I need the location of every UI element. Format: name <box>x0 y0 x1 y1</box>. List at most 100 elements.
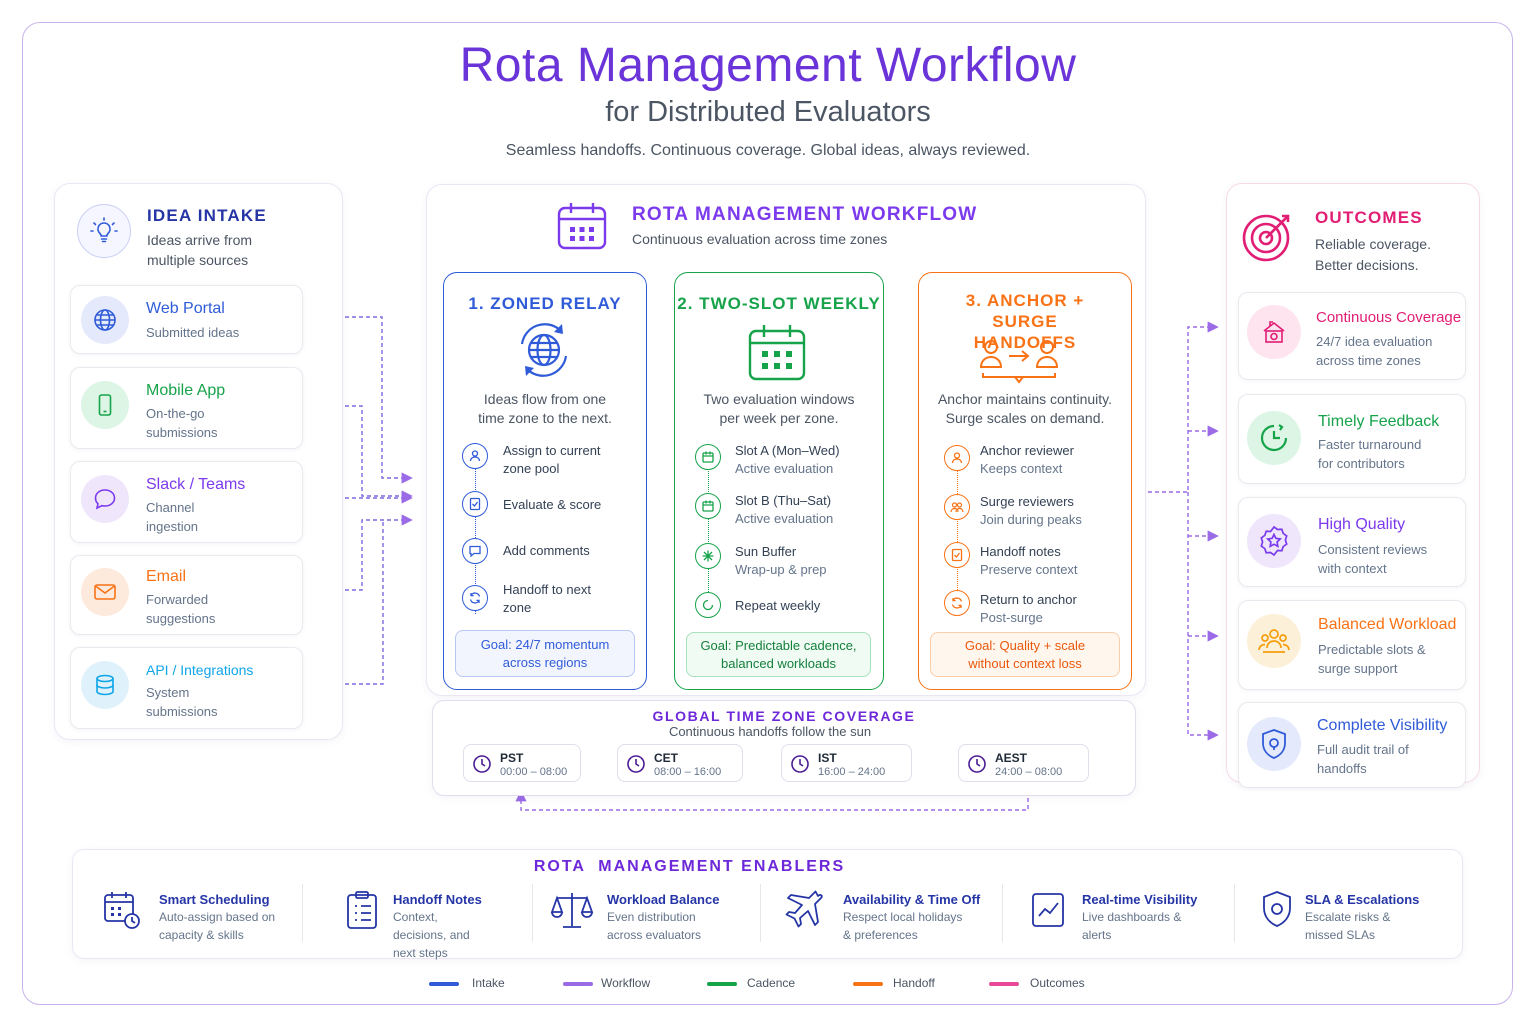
outcome-card-balanced-workload[interactable]: Balanced Workload Predictable slots & su… <box>1238 600 1466 690</box>
outcomes-desc: Reliable coverage. Better decisions. <box>1315 236 1431 273</box>
source-desc: Submitted ideas <box>146 325 240 340</box>
target-icon <box>1240 208 1296 269</box>
step-text: Add comments <box>503 543 590 558</box>
enabler-desc: Respect local holidays & preferences <box>843 910 963 942</box>
workflow-title: ROTA MANAGEMENT WORKFLOW <box>632 204 978 225</box>
outcome-card-high-quality[interactable]: High Quality Consistent reviews with con… <box>1238 497 1466 587</box>
timezone-aest: AEST 24:00 – 08:00 <box>958 744 1089 782</box>
goal-box: Goal: Predictable cadence, balanced work… <box>686 632 871 677</box>
legend-swatch <box>989 982 1019 986</box>
outcome-card-continuous-coverage[interactable]: Continuous Coverage 24/7 idea evaluation… <box>1238 292 1466 380</box>
enabler-title: Smart Scheduling <box>159 892 270 907</box>
enabler-divider <box>760 884 761 942</box>
source-title: Email <box>146 568 187 585</box>
chat-icon <box>81 475 129 523</box>
outcome-title: Continuous Coverage <box>1316 309 1462 326</box>
clock-icon <box>1247 411 1301 465</box>
source-card-api-integrations[interactable]: API / Integrations System submissions <box>70 647 303 729</box>
workflow-desc: Continuous evaluation across time zones <box>632 231 888 247</box>
enabler-title: Workload Balance <box>607 892 720 907</box>
source-card-email[interactable]: Email Forwarded suggestions <box>70 555 303 635</box>
column-intro: Two evaluation windows per week per zone… <box>703 391 855 426</box>
outcome-desc: Consistent reviews with context <box>1318 542 1428 576</box>
enablers-panel <box>72 849 1463 959</box>
source-card-mobile-app[interactable]: Mobile App On-the-go submissions <box>70 367 303 449</box>
timezone-pst: PST 00:00 – 08:00 <box>463 744 581 782</box>
user-icon <box>944 445 970 471</box>
column-anchor-surge: 3. ANCHOR + SURGE HANDOFFS Anchor mainta… <box>918 272 1132 690</box>
column-head: 3. ANCHOR + SURGE HANDOFFS <box>965 291 1085 352</box>
lightbulb-icon <box>77 204 131 258</box>
outcome-desc: 24/7 idea evaluation across time zones <box>1316 334 1433 368</box>
column-intro: Ideas flow from one time zone to the nex… <box>478 391 612 426</box>
outer-frame <box>22 22 1513 1005</box>
globe-icon <box>81 296 129 344</box>
outcome-title: Balanced Workload <box>1318 616 1457 633</box>
outcome-desc: Faster turnaround for contributors <box>1318 437 1422 471</box>
legend-label: Intake <box>472 976 505 990</box>
people-handoff-icon <box>979 339 1063 390</box>
step-connector <box>957 470 958 604</box>
column-head: 1. ZONED RELAY <box>468 294 622 313</box>
outcome-title: Complete Visibility <box>1317 717 1448 734</box>
legend-swatch <box>563 982 593 986</box>
source-title: Mobile App <box>146 382 226 399</box>
shield-icon <box>1247 717 1301 771</box>
column-intro: Anchor maintains continuity. Surge scale… <box>937 391 1113 426</box>
enabler-divider <box>1234 884 1235 942</box>
airplane-icon <box>784 890 824 935</box>
source-title: Slack / Teams <box>146 476 246 493</box>
tz-time: 24:00 – 08:00 <box>995 766 1063 778</box>
intake-desc: Ideas arrive from multiple sources <box>147 232 253 268</box>
calendar-grid-icon <box>747 323 807 388</box>
goal-box: Goal: Quality + scale without context lo… <box>930 632 1120 677</box>
shield-alert-icon <box>1260 890 1294 935</box>
outcome-card-complete-visibility[interactable]: Complete Visibility Full audit trail of … <box>1238 702 1466 788</box>
enabler-desc: Even distribution across evaluators <box>607 910 702 942</box>
source-card-web-portal[interactable]: Web Portal Submitted ideas <box>70 285 303 354</box>
outcomes-title: OUTCOMES <box>1315 208 1423 227</box>
outcome-desc: Full audit trail of handoffs <box>1317 742 1409 776</box>
tz-time: 16:00 – 24:00 <box>818 766 886 778</box>
legend-swatch <box>707 982 737 986</box>
column-zoned-relay: 1. ZONED RELAY Ideas flow from one time … <box>443 272 647 690</box>
source-desc: On-the-go submissions <box>146 406 218 440</box>
step-text: Evaluate & score <box>503 497 602 512</box>
legend-label: Workflow <box>601 976 651 990</box>
calendar-icon <box>553 200 611 252</box>
step-connector <box>708 468 709 604</box>
coverage-desc: Continuous handoffs follow the sun <box>668 724 872 739</box>
clock-icon <box>791 755 809 773</box>
enabler-desc: Live dashboards & alerts <box>1082 910 1182 942</box>
scale-icon <box>550 890 594 935</box>
legend-swatch <box>853 982 883 986</box>
calendar-small-icon <box>695 444 721 470</box>
page-title: Rota Management Workflow <box>459 39 1077 92</box>
enabler-desc: Escalate risks & missed SLAs <box>1305 910 1391 942</box>
legend-label: Outcomes <box>1030 976 1085 990</box>
enabler-title: SLA & Escalations <box>1305 892 1420 907</box>
clock-icon <box>968 755 986 773</box>
outcome-desc: Predictable slots & surge support <box>1318 642 1426 676</box>
outcome-title: High Quality <box>1318 516 1406 533</box>
outcome-title: Timely Feedback <box>1318 413 1440 430</box>
badge-star-icon <box>1247 514 1301 568</box>
tz-name: PST <box>500 751 524 765</box>
timezone-ist: IST 16:00 – 24:00 <box>781 744 912 782</box>
home-clock-icon <box>1247 305 1301 359</box>
enabler-desc: Auto-assign based on capacity & skills <box>159 910 276 942</box>
sync-icon <box>462 585 488 611</box>
calendar-small-icon <box>695 493 721 519</box>
enabler-title: Availability & Time Off <box>843 892 981 907</box>
page-tagline: Seamless handoffs. Continuous coverage. … <box>505 142 1031 159</box>
source-card-slack-teams[interactable]: Slack / Teams Channel ingestion <box>70 461 303 543</box>
repeat-icon <box>695 592 721 618</box>
outcome-card-timely-feedback[interactable]: Timely Feedback Faster turnaround for co… <box>1238 394 1466 484</box>
goal-box: Goal: 24/7 momentum across regions <box>455 630 635 677</box>
source-desc: Forwarded suggestions <box>146 592 216 626</box>
